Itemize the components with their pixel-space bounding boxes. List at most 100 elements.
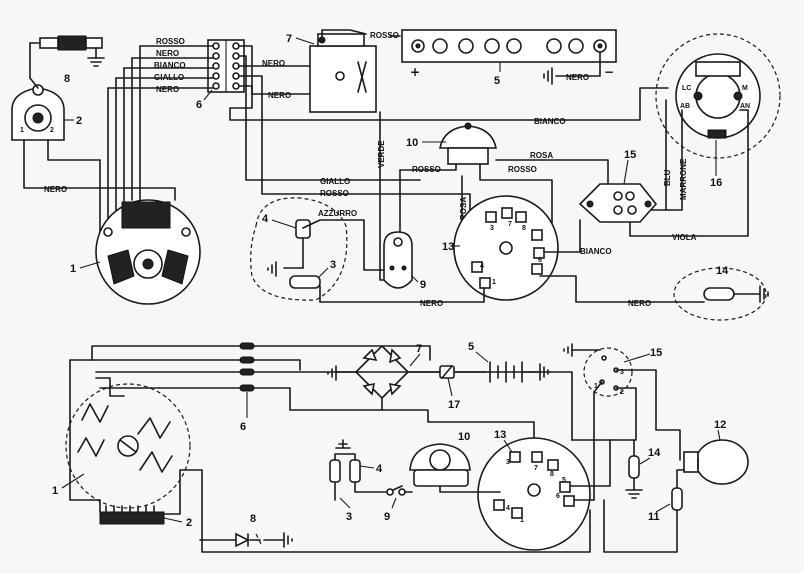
terminal-an: AN [740, 103, 750, 110]
label-10-top: 10 [406, 137, 418, 149]
coil-pin-1: 1 [20, 127, 24, 134]
wire-label-giallo-top: GIALLO [320, 177, 350, 186]
group-4-3-top [250, 197, 385, 301]
bulb-14-bottom [625, 439, 643, 499]
rectifier-7-bottom [327, 345, 441, 411]
ignition-switch-13-bottom [477, 437, 591, 551]
wire-label-nero-r1: NERO [262, 59, 285, 68]
wire-label-bianco-conn: BIANCO [154, 61, 186, 70]
label-3-top: 3 [330, 259, 336, 271]
label-9-bottom: 9 [384, 511, 390, 523]
sw13b-pin-7: 7 [534, 465, 538, 472]
battery-5-bottom [453, 361, 549, 383]
label-5-bottom: 5 [468, 341, 474, 353]
group-4-3-bottom [329, 439, 387, 501]
wire-label-nero-batt: NERO [566, 73, 589, 82]
sw13b-pin-8: 8 [550, 471, 554, 478]
label-11-bottom: 11 [648, 511, 660, 523]
wire-label-nero-coil: NERO [44, 185, 67, 194]
label-6-bottom: 6 [240, 421, 246, 433]
wire-label-nero-b2: NERO [628, 299, 651, 308]
label-3-bottom: 3 [346, 511, 352, 523]
stator-1-bottom [65, 377, 191, 509]
sw15-pin-1: 1 [594, 383, 598, 390]
spark-plug-top [29, 35, 105, 79]
spark-8-bottom [199, 532, 293, 548]
sw13b-pin-6: 6 [556, 493, 560, 500]
sw13-pin-4: 4 [480, 263, 484, 270]
wire-label-nero-r2: NERO [268, 91, 291, 100]
bulb-11-bottom [603, 469, 685, 553]
wire-label-nero-conn2: NERO [156, 85, 179, 94]
label-14-bottom: 14 [648, 447, 661, 459]
wire-label-nero-conn1: NERO [156, 49, 179, 58]
label-2-bottom: 2 [186, 517, 192, 529]
sw15-pin-2: 2 [620, 389, 624, 396]
component-16-top [655, 33, 781, 159]
wire-label-blu: BLU [663, 169, 672, 186]
label-5-top: 5 [494, 75, 500, 87]
wire-label-rosso-reg: ROSSO [370, 31, 399, 40]
ht-coil-top: 1 2 [11, 77, 65, 141]
sw13b-pin-1: 1 [520, 517, 524, 524]
headlamp-12-bottom [683, 439, 749, 485]
terminal-m: M [742, 85, 748, 92]
label-15-bottom: 15 [650, 347, 662, 359]
sw13b-pin-5: 5 [562, 477, 566, 484]
wire-label-verde: VERDE [377, 140, 386, 168]
connector-block-6 [207, 39, 245, 93]
label-7-bottom: 7 [416, 343, 422, 355]
wire-label-rosso-h2: ROSSO [508, 165, 537, 174]
label-9-top: 9 [420, 279, 426, 291]
wire-label-rosso-top: ROSSO [320, 189, 349, 198]
battery-plus-top: + [410, 65, 420, 79]
battery-minus-top: − [604, 65, 614, 79]
wire-label-nero-b1: NERO [420, 299, 443, 308]
label-1-bottom: 1 [52, 485, 58, 497]
sw13-pin-6: 6 [538, 257, 542, 264]
wire-label-rosa-top: ROSA [530, 151, 553, 160]
stator-1-top [95, 199, 201, 305]
terminal-ab: AB [680, 103, 690, 110]
fuse-17-bottom [439, 365, 455, 379]
sw13-pin-3: 3 [490, 225, 494, 232]
horn-10-bottom [409, 443, 501, 493]
sw13-pin-8: 8 [522, 225, 526, 232]
label-16-top: 16 [710, 177, 722, 189]
bulb-14-top [673, 267, 769, 321]
sw13-pin-1: 1 [492, 279, 496, 286]
label-6-top: 6 [196, 99, 202, 111]
wire-label-viola: VIOLA [672, 233, 697, 242]
label-17-bottom: 17 [448, 399, 460, 411]
label-1-top: 1 [70, 263, 76, 275]
wire-label-azzurro: AZZURRO [318, 209, 357, 218]
wire-label-bianco-sw: BIANCO [580, 247, 612, 256]
sw13b-pin-3: 3 [506, 459, 510, 466]
sw13-pin-7: 7 [508, 221, 512, 228]
label-4-top: 4 [262, 213, 269, 225]
coil-2-bottom [99, 505, 165, 525]
component-15-bottom [563, 343, 681, 501]
label-12-bottom: 12 [714, 419, 726, 431]
sw13b-pin-4: 4 [506, 505, 510, 512]
label-13-top: 13 [442, 241, 454, 253]
label-2-top: 2 [76, 115, 82, 127]
wire-label-marrone: MARRONE [679, 158, 688, 200]
wire-label-rosso-conn: ROSSO [156, 37, 185, 46]
label-14-top: 14 [716, 265, 729, 277]
ignition-switch-13-top [453, 195, 559, 301]
sw15-pin-3: 3 [620, 369, 624, 376]
battery-panel-5 [401, 29, 617, 63]
switch-9-top [383, 231, 413, 289]
label-8-top: 8 [64, 73, 70, 85]
wire-label-rosa-v: ROSA [459, 197, 468, 220]
regulator-7-top [309, 33, 377, 113]
coil-pin-2: 2 [50, 127, 54, 134]
component-15-top [578, 183, 658, 223]
horn-10-top [439, 122, 497, 165]
label-13-bottom: 13 [494, 429, 506, 441]
label-8-bottom: 8 [250, 513, 256, 525]
wire-label-bianco-top: BIANCO [534, 117, 566, 126]
